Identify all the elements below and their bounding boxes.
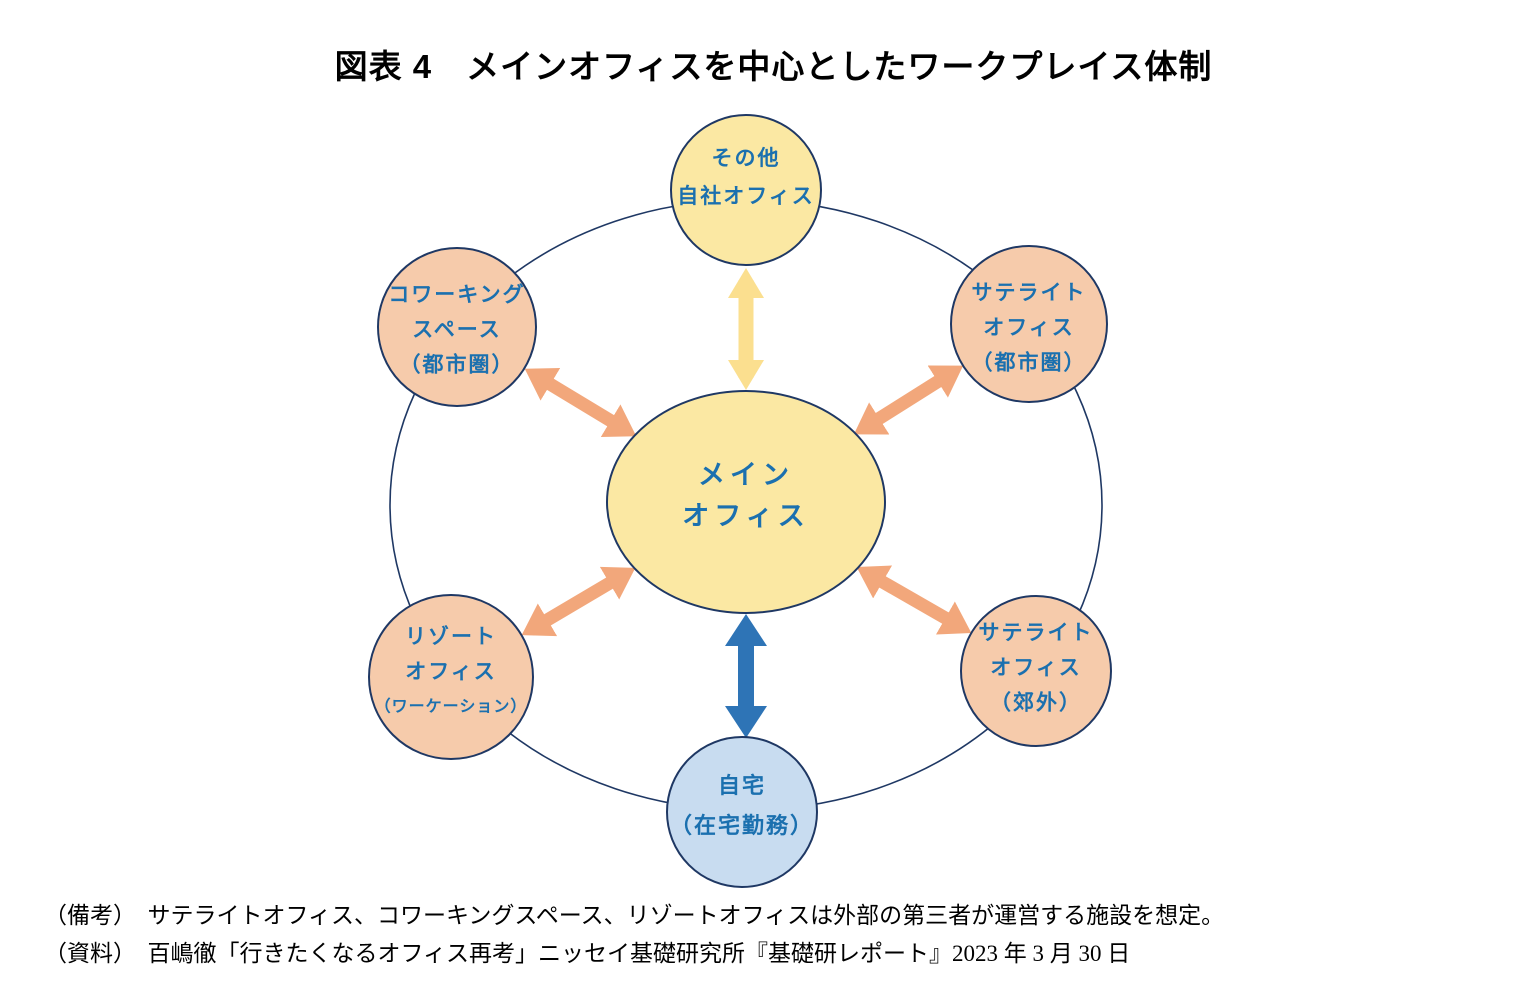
- label-line: メイン: [698, 460, 794, 490]
- label-satellite-office-suburban: サテライト オフィス （郊外）: [979, 616, 1094, 721]
- label-satellite-office-urban: サテライト オフィス （都市圏）: [972, 276, 1087, 381]
- label-home: 自宅 （在宅勤務）: [670, 766, 814, 846]
- label-line: （都市圏）: [399, 353, 515, 377]
- note-remark: （備考） サテライトオフィス、コワーキングスペース、リゾートオフィスは外部の第三…: [44, 903, 1225, 928]
- label-line: オフィス: [405, 660, 497, 684]
- label-line: リゾート: [405, 625, 497, 649]
- label-line: オフィス: [983, 316, 1075, 340]
- node-coworking-space: [377, 247, 537, 407]
- figure-title: 図表 4 メインオフィスを中心としたワークプレイス体制: [334, 48, 1213, 85]
- label-line: オフィス: [990, 656, 1082, 680]
- label-line: コワーキング: [388, 283, 526, 307]
- label-line: （都市圏）: [971, 351, 1087, 375]
- label-line: （在宅勤務）: [669, 813, 815, 838]
- node-main-office: [606, 390, 886, 614]
- arrow-main-resort: [521, 566, 636, 637]
- label-main-office: メイン オフィス: [682, 455, 809, 537]
- arrow-main-satellite-suburban: [856, 565, 972, 635]
- arrow-main-satellite-urban: [853, 365, 964, 435]
- label-line: 自宅: [717, 773, 767, 798]
- node-satellite-office-urban: [950, 245, 1108, 403]
- label-line: サテライト: [971, 281, 1087, 305]
- arrow-main-coworking: [524, 368, 637, 437]
- node-resort-office: [368, 594, 534, 760]
- label-line: 自社オフィス: [677, 185, 815, 208]
- node-satellite-office-suburban: [960, 595, 1112, 747]
- note-source: （資料） 百嶋徹「行きたくなるオフィス再考」ニッセイ基礎研究所『基礎研レポート』…: [44, 941, 1131, 966]
- node-home: [666, 736, 818, 888]
- label-line: スペース: [412, 318, 502, 342]
- label-line: サテライト: [978, 621, 1094, 645]
- label-line: オフィス: [682, 501, 810, 531]
- label-line: （郊外）: [990, 691, 1082, 715]
- label-line: その他: [711, 147, 781, 170]
- label-coworking-space: コワーキング スペース （都市圏）: [388, 278, 525, 383]
- node-other-own-office: [670, 114, 822, 266]
- label-line: （ワーケーション）: [374, 698, 528, 716]
- label-resort-office: リゾート オフィス （ワーケーション）: [375, 620, 528, 725]
- label-other-own-office: その他 自社オフィス: [677, 140, 815, 216]
